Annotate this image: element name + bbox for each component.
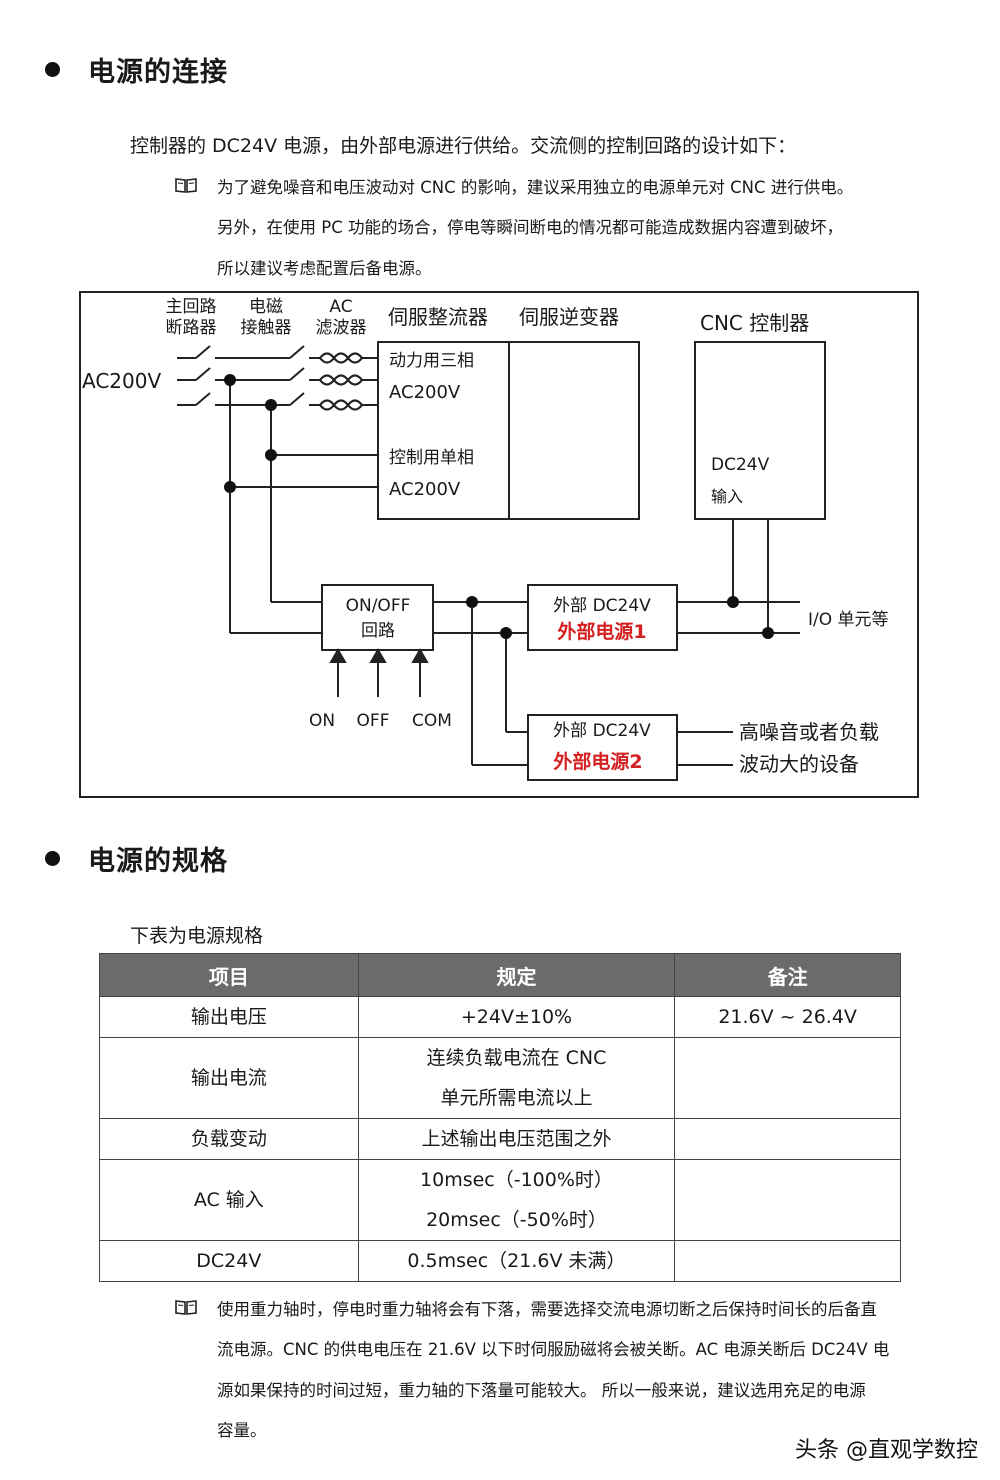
junction-dots (224, 374, 774, 639)
cell-remark (674, 1037, 901, 1119)
table-row: AC 输入 10msec（-100%时）20msec（-50%时） (99, 1159, 901, 1241)
header-spec: 规定 (357, 953, 676, 997)
svg-text:ON: ON (309, 711, 335, 731)
cell-item: DC24V (99, 1240, 359, 1282)
component-labels: 主回路 断路器 电磁 接触器 AC 滤波器 (166, 297, 367, 338)
cell-spec: 上述输出电压范围之外 (357, 1118, 676, 1160)
section2-bullet (45, 851, 60, 866)
svg-text:波动大的设备: 波动大的设备 (739, 752, 859, 776)
control-wiring (229, 380, 800, 766)
cell-remark (674, 1159, 901, 1241)
svg-text:控制用单相: 控制用单相 (389, 448, 474, 468)
note-line: 使用重力轴时，停电时重力轴将会有下落，需要选择交流电源切断之后保持时间长的后备直 (217, 1300, 877, 1319)
section2-intro: 下表为电源规格 (130, 925, 264, 947)
section2-title: 电源的规格 (88, 846, 228, 877)
cnc-box (694, 341, 826, 520)
svg-text:AC: AC (329, 297, 352, 317)
psu2-box (527, 714, 678, 781)
cnc-label: CNC 控制器 (700, 311, 809, 335)
note-line: 所以建议考虑配置后备电源。 (217, 259, 432, 278)
svg-text:COM: COM (412, 711, 452, 731)
cell-item: 输出电压 (99, 996, 359, 1038)
filter-coil-icon (319, 352, 363, 411)
cell-item: 负载变动 (99, 1118, 359, 1160)
ac-input-label: AC200V (82, 369, 161, 393)
note-line: 容量。 (217, 1421, 267, 1440)
book-icon (175, 178, 197, 193)
svg-text:DC24V: DC24V (711, 455, 770, 475)
table-header-row: 项目 规定 备注 (99, 953, 901, 997)
cell-item: AC 输入 (99, 1159, 359, 1241)
svg-text:外部电源1: 外部电源1 (557, 620, 646, 643)
section1-intro: 控制器的 DC24V 电源，由外部电源进行供给。交流侧的控制回路的设计如下： (130, 135, 797, 157)
inverter-label: 伺服逆变器 (519, 305, 619, 329)
inverter-box (508, 341, 640, 520)
svg-text:接触器: 接触器 (241, 318, 292, 338)
svg-text:高噪音或者负载: 高噪音或者负载 (739, 720, 879, 744)
note-line: 源如果保持的时间过短，重力轴的下落量可能较大。 所以一般来说，建议选用充足的电源 (217, 1381, 866, 1400)
header-item: 项目 (99, 953, 359, 997)
svg-text:外部电源2: 外部电源2 (553, 750, 642, 773)
diagram-frame (79, 291, 919, 798)
cell-spec: +24V±10% (357, 996, 676, 1038)
table-row: 负载变动 上述输出电压范围之外 (99, 1118, 901, 1160)
header-remark: 备注 (674, 953, 901, 997)
svg-text:断路器: 断路器 (166, 318, 217, 338)
section1-bullet (45, 62, 60, 77)
svg-text:ON/OFF: ON/OFF (346, 596, 411, 616)
svg-text:主回路: 主回路 (166, 297, 217, 317)
book-icon (175, 1300, 197, 1315)
rectifier-label: 伺服整流器 (388, 305, 488, 329)
power-wiring-diagram: 主回路 断路器 电磁 接触器 AC 滤波器 伺服整流器 伺服逆变器 CNC 控制… (79, 291, 919, 798)
svg-text:OFF: OFF (357, 711, 390, 731)
io-label: I/O 单元等 (808, 610, 889, 630)
three-phase-lines (177, 345, 378, 406)
svg-text:电磁: 电磁 (249, 297, 283, 317)
svg-text:滤波器: 滤波器 (316, 318, 367, 338)
cell-remark (674, 1240, 901, 1282)
svg-text:AC200V: AC200V (389, 382, 461, 403)
svg-text:外部 DC24V: 外部 DC24V (553, 596, 651, 616)
section1-title: 电源的连接 (88, 57, 228, 88)
note-line: 为了避免噪音和电压波动对 CNC 的影响，建议采用独立的电源单元对 CNC 进行… (217, 178, 854, 197)
cell-item: 输出电流 (99, 1037, 359, 1119)
svg-text:回路: 回路 (361, 621, 395, 641)
svg-text:动力用三相: 动力用三相 (389, 351, 474, 371)
cell-spec: 0.5msec（21.6V 未满） (357, 1240, 676, 1282)
onoff-box (321, 584, 434, 651)
psu1-box (527, 584, 678, 651)
cell-remark: 21.6V ~ 26.4V (674, 996, 901, 1038)
cell-remark (674, 1118, 901, 1160)
note-line: 另外，在使用 PC 功能的场合，停电等瞬间断电的情况都可能造成数据内容遭到破坏， (217, 218, 843, 237)
svg-text:外部 DC24V: 外部 DC24V (553, 721, 651, 741)
svg-text:输入: 输入 (711, 487, 743, 506)
cell-spec: 10msec（-100%时）20msec（-50%时） (357, 1159, 676, 1241)
table-row: 输出电压 +24V±10% 21.6V ~ 26.4V (99, 996, 901, 1038)
note-line: 流电源。CNC 的供电电压在 21.6V 以下时伺服励磁将会被关断。AC 电源关… (217, 1340, 890, 1359)
arrow-up-icon (329, 648, 429, 697)
spec-table: 项目 规定 备注 输出电压 +24V±10% 21.6V ~ 26.4V 输出电… (99, 953, 901, 1282)
watermark-footer: 头条 @直观学数控 (795, 1438, 978, 1463)
svg-text:AC200V: AC200V (389, 479, 461, 500)
table-row: DC24V 0.5msec（21.6V 未满） (99, 1240, 901, 1282)
